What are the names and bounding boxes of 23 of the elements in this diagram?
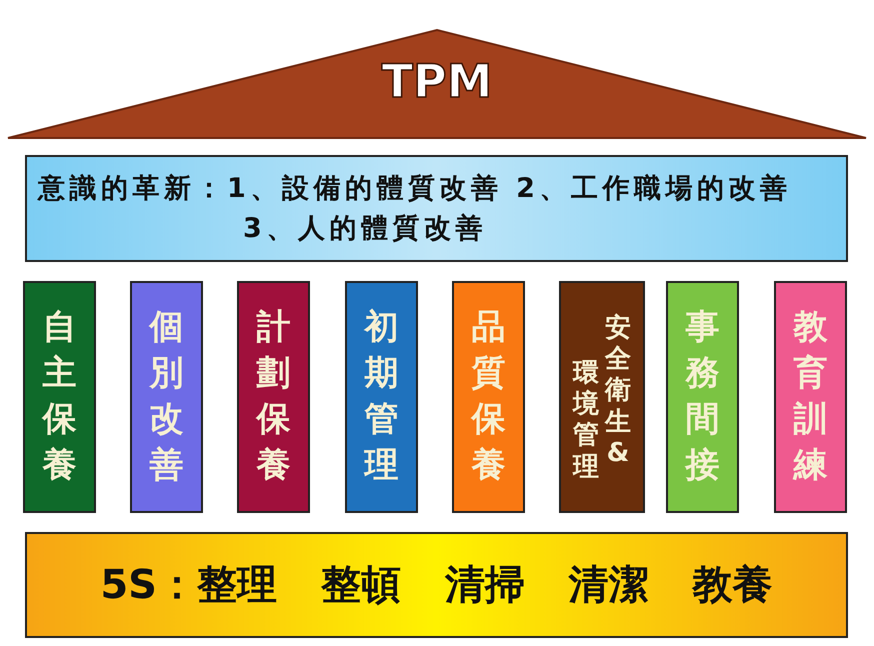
pillar-box (130, 281, 203, 513)
roof-triangle (6, 28, 868, 140)
pillar-box (559, 281, 645, 513)
pillar-box (452, 281, 525, 513)
pillar-box (23, 281, 96, 513)
pillar-text: 初期管理 (364, 306, 398, 487)
pillar-box (345, 281, 418, 513)
pillar-text: 教育訓練 (794, 306, 828, 487)
pillar-text: 事務間接 (686, 306, 720, 487)
banner-box (25, 155, 848, 262)
base-text: 5S：整理 整頓 清掃 清潔 教養 (100, 565, 773, 605)
pillar-box (774, 281, 847, 513)
pillar-text: 個別改善 (150, 306, 184, 487)
pillar-box (666, 281, 739, 513)
pillar-text: 計劃保養 (256, 306, 290, 487)
pillar-text: 環境管理 (573, 358, 599, 483)
pillar-text: 品質保養 (472, 306, 506, 487)
pillar-box (237, 281, 310, 513)
pillar-text: 自主保養 (42, 306, 76, 487)
roof-title: TPM (382, 58, 492, 104)
base-box (25, 532, 848, 638)
banner-text: 意識的革新：1、設備的體質改善 2、工作職場的改善 3、人的體質改善 (36, 172, 792, 246)
pillar-text: 安全衛生& (605, 313, 631, 469)
